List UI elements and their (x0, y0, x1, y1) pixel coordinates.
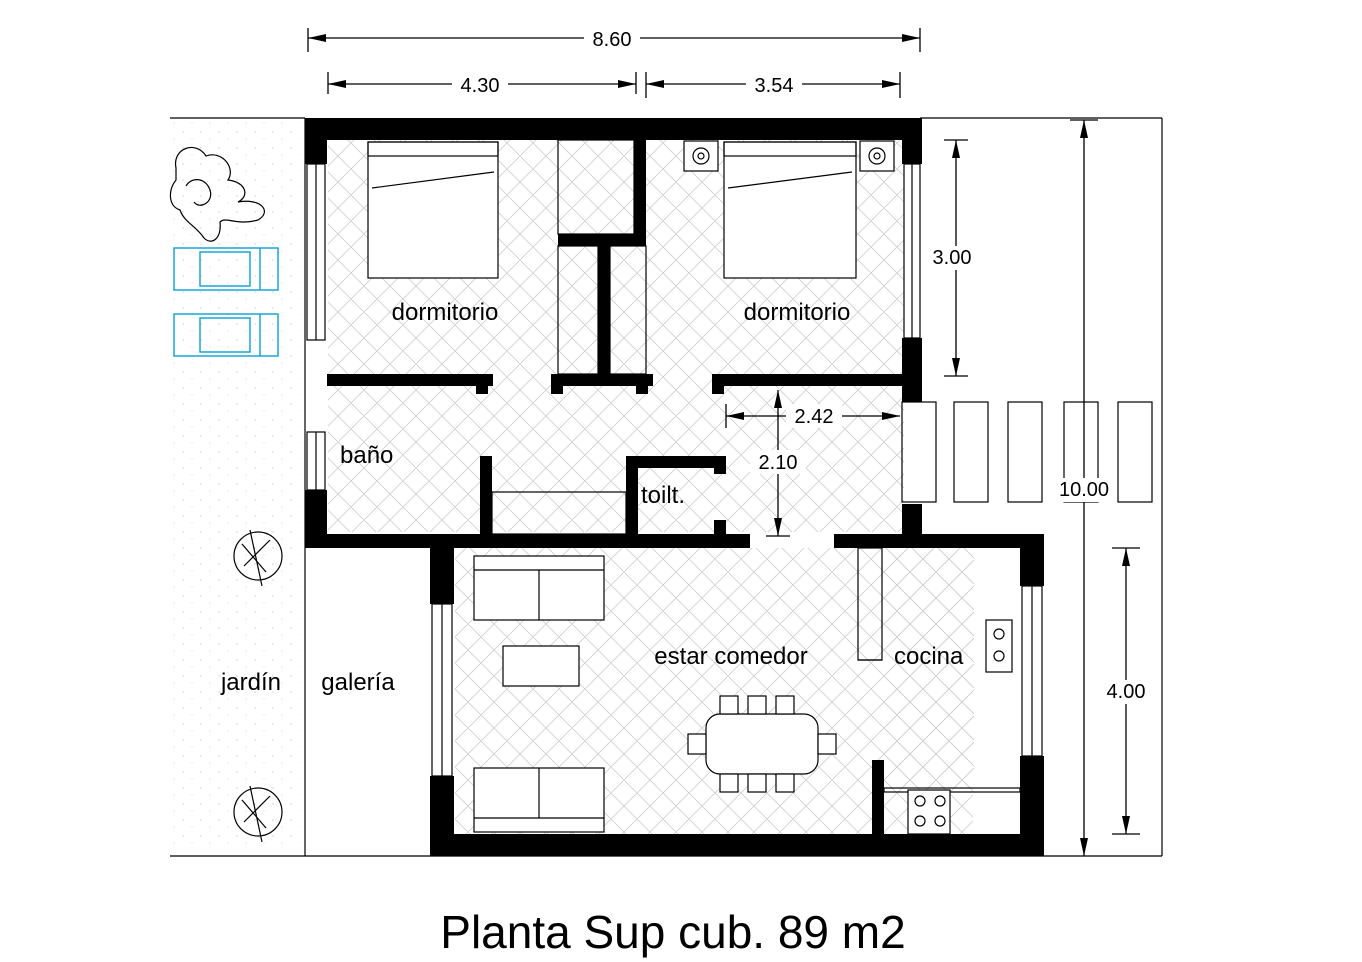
label-toilet: toilt. (641, 482, 685, 509)
label-bano: baño (340, 442, 393, 469)
label-dormitorio-left: dormitorio (392, 299, 499, 326)
label-galeria: galería (321, 669, 395, 696)
dim-total-width: 8.60 (593, 29, 632, 51)
dim-left-width: 4.30 (461, 75, 500, 97)
plan-title: Planta Sup cub. 89 m2 (440, 906, 905, 958)
dim-hall-height: 2.10 (759, 452, 798, 474)
dim-right-width: 3.54 (755, 75, 794, 97)
dimension-labels: 8.60 4.30 3.54 3.00 10.00 4.00 2.42 2.10 (452, 26, 1154, 704)
dim-lower-height: 4.00 (1107, 681, 1146, 703)
label-cocina: cocina (894, 643, 964, 670)
garden-furniture (169, 146, 283, 843)
walls (305, 118, 1044, 856)
site-outline (170, 117, 1163, 857)
dim-right-bedroom-height: 3.00 (933, 247, 972, 269)
label-jardin: jardín (220, 669, 281, 696)
dim-hall-width: 2.42 (795, 406, 834, 428)
room-labels: dormitorio dormitorio baño toilt. estar … (220, 299, 964, 696)
windows (306, 163, 1043, 777)
label-dormitorio-right: dormitorio (744, 299, 851, 326)
furniture (367, 139, 1153, 835)
label-estar-comedor: estar comedor (654, 643, 807, 670)
dim-total-height: 10.00 (1059, 479, 1109, 501)
